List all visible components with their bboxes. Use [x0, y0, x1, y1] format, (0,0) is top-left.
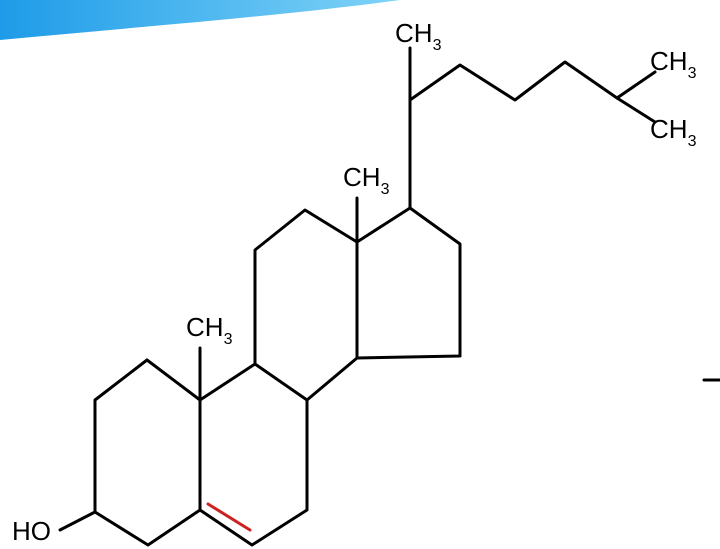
ring-a [93, 358, 202, 547]
c10-methyl-label: CH3 [186, 312, 233, 348]
ring-c [253, 208, 359, 402]
terminal-methyl-lower-label: CH3 [650, 114, 697, 150]
ring-b [198, 362, 309, 547]
terminal-methyl-lower-bond [615, 96, 657, 124]
double-bond-highlight [206, 502, 252, 532]
side-chain [408, 60, 657, 210]
decorative-swoosh [0, 0, 400, 40]
c13-methyl-label: CH3 [343, 162, 390, 198]
ring-d [355, 206, 462, 360]
hydroxyl-bond [58, 510, 97, 532]
terminal-methyl-upper-label: CH3 [650, 46, 697, 82]
side-chain-methyl-label: CH3 [395, 18, 442, 54]
hydroxyl-label: HO [12, 516, 51, 546]
